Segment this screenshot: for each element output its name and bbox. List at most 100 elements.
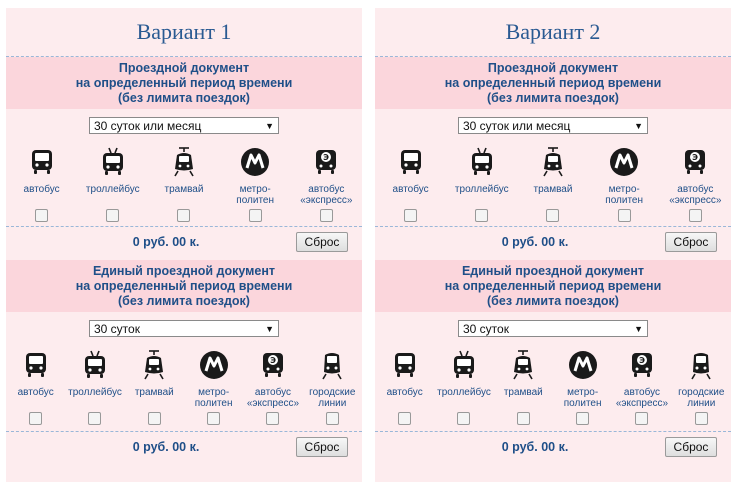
transport-checkbox[interactable] — [147, 412, 161, 425]
svg-text:Э: Э — [639, 356, 645, 365]
transport-mode-label-line: политен — [605, 195, 644, 206]
transport-mode-label-line: политен — [194, 398, 233, 409]
transport-checkbox-cell — [84, 209, 142, 229]
transport-mode-label-line: метро- — [239, 184, 271, 195]
transport-checkbox[interactable] — [576, 412, 590, 425]
transport-checkbox[interactable] — [617, 209, 631, 222]
card-header-line: Проездной документ — [118, 60, 250, 75]
metro-icon — [199, 350, 229, 385]
dropdown-arrow-icon: ▼ — [265, 121, 274, 131]
transport-checkbox[interactable] — [457, 412, 471, 425]
pass-card-unified: Единый проездной документ на определенны… — [6, 260, 362, 462]
transport-mode-label-line: метро- — [608, 184, 640, 195]
transport-mode: метро-политен — [226, 147, 284, 206]
transport-mode-label-line: автобус — [23, 184, 60, 195]
transport-mode: метро-политен — [189, 350, 239, 409]
card-header: Единый проездной документ на определенны… — [6, 260, 362, 312]
transport-mode-label: трамвай — [534, 184, 573, 195]
transport-mode-label: троллейбус — [437, 387, 491, 398]
transport-checkbox[interactable] — [516, 412, 530, 425]
transport-checkbox[interactable] — [404, 209, 418, 222]
transport-mode-label: метро-политен — [564, 387, 602, 409]
transport-mode-label-line: автобус — [677, 184, 714, 195]
period-select[interactable]: 30 суток или месяц ▼ — [458, 117, 648, 134]
transport-checkbox[interactable] — [106, 209, 120, 222]
transport-mode-label-line: трамвай — [533, 184, 573, 195]
card-header-line: (без лимита поездок) — [118, 293, 250, 308]
transport-mode-label: автобус — [18, 387, 54, 398]
transport-checkbox[interactable] — [546, 209, 560, 222]
express-bus-icon: Э — [258, 350, 288, 385]
transport-checkbox[interactable] — [29, 412, 43, 425]
transport-mode-label-line: троллейбус — [437, 387, 491, 398]
total-row: 0 руб. 00 к. Сброс — [6, 226, 362, 257]
transport-checkbox[interactable] — [635, 412, 649, 425]
total-price: 0 руб. 00 к. — [501, 235, 569, 249]
period-select-value: 30 суток или месяц — [94, 119, 202, 133]
tram-icon — [508, 350, 538, 385]
metro-icon — [609, 147, 639, 182]
period-select[interactable]: 30 суток ▼ — [89, 320, 279, 337]
transport-mode-label-line: автобус — [308, 184, 345, 195]
tram-icon — [139, 350, 169, 385]
transport-mode-label-line: трамвай — [503, 387, 543, 398]
variant-2-column: Вариант 2 Проездной документ на определе… — [375, 8, 731, 482]
transport-checkbox-cell — [524, 209, 582, 229]
transport-mode: трамвай — [155, 147, 213, 205]
period-select[interactable]: 30 суток или месяц ▼ — [89, 117, 279, 134]
bus-icon — [21, 350, 51, 385]
transport-checkbox-cell — [558, 412, 608, 432]
transport-mode: метро-политен — [595, 147, 653, 206]
transport-checkboxes — [375, 209, 731, 229]
transport-mode: трамвай — [129, 350, 179, 408]
transport-checkbox[interactable] — [177, 209, 191, 222]
reset-button[interactable]: Сброс — [665, 437, 717, 457]
transport-checkbox[interactable] — [35, 209, 49, 222]
transport-mode-label-line: автобус — [254, 387, 292, 398]
transport-checkbox[interactable] — [694, 412, 708, 425]
transport-checkbox[interactable] — [319, 209, 333, 222]
transport-checkbox-cell — [380, 412, 430, 432]
reset-button[interactable]: Сброс — [296, 232, 348, 252]
card-header-line: на определенный период времени — [75, 278, 293, 293]
transport-checkbox[interactable] — [398, 412, 412, 425]
transport-mode-label-line: автобус — [392, 184, 429, 195]
transport-checkbox[interactable] — [207, 412, 221, 425]
reset-button[interactable]: Сброс — [665, 232, 717, 252]
transport-checkbox[interactable] — [475, 209, 489, 222]
transport-mode-label: автобус — [24, 184, 60, 195]
transport-checkbox-cell — [189, 412, 239, 432]
transport-mode-label-line: «экспресс» — [246, 398, 300, 409]
transport-checkbox-cell — [13, 209, 71, 229]
transport-checkbox[interactable] — [325, 412, 339, 425]
train-icon — [686, 350, 716, 385]
total-price: 0 руб. 00 к. — [501, 440, 569, 454]
transport-checkbox[interactable] — [248, 209, 262, 222]
total-row: 0 руб. 00 к. Сброс — [375, 431, 731, 462]
reset-button[interactable]: Сброс — [296, 437, 348, 457]
divider — [6, 56, 362, 57]
metro-icon — [568, 350, 598, 385]
transport-checkbox[interactable] — [688, 209, 702, 222]
card-header-line: на определенный период времени — [75, 75, 293, 90]
transport-checkbox[interactable] — [88, 412, 102, 425]
transport-mode-label-line: метро- — [567, 387, 599, 398]
train-icon — [317, 350, 347, 385]
transport-mode: трамвай — [498, 350, 548, 408]
period-select[interactable]: 30 суток ▼ — [458, 320, 648, 337]
card-header-line: (без лимита поездок) — [487, 90, 619, 105]
transport-checkbox-cell — [11, 412, 61, 432]
card-header-line: на определенный период времени — [444, 75, 662, 90]
transport-mode-label-line: трамвай — [164, 184, 204, 195]
dropdown-arrow-icon: ▼ — [265, 324, 274, 334]
divider — [375, 56, 731, 57]
tram-icon — [169, 147, 199, 182]
transport-checkbox-cell — [439, 412, 489, 432]
trolleybus-icon — [467, 147, 497, 182]
transport-checkbox[interactable] — [266, 412, 280, 425]
period-select-row: 30 суток ▼ — [6, 320, 362, 344]
